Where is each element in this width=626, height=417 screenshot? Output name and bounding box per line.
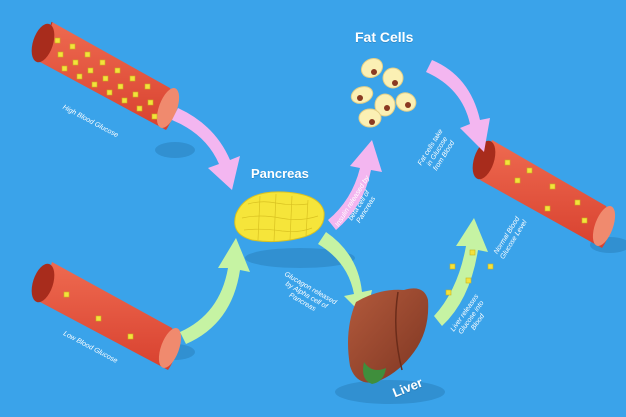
fat-cells-title: Fat Cells [355, 29, 414, 45]
pancreas-title: Pancreas [251, 166, 309, 181]
arrow-icon [172, 60, 490, 230]
glucose-cube-icon [54, 37, 158, 120]
vessel-opening [31, 23, 55, 63]
low-glucose-vessel [31, 262, 182, 370]
pancreas-icon [234, 191, 325, 243]
arrow-icon [180, 218, 488, 344]
fat-cell-icon [350, 57, 417, 128]
normal-glucose-vessel [472, 140, 616, 248]
high-glucose-vessel [31, 21, 180, 130]
liver-icon [348, 288, 429, 384]
